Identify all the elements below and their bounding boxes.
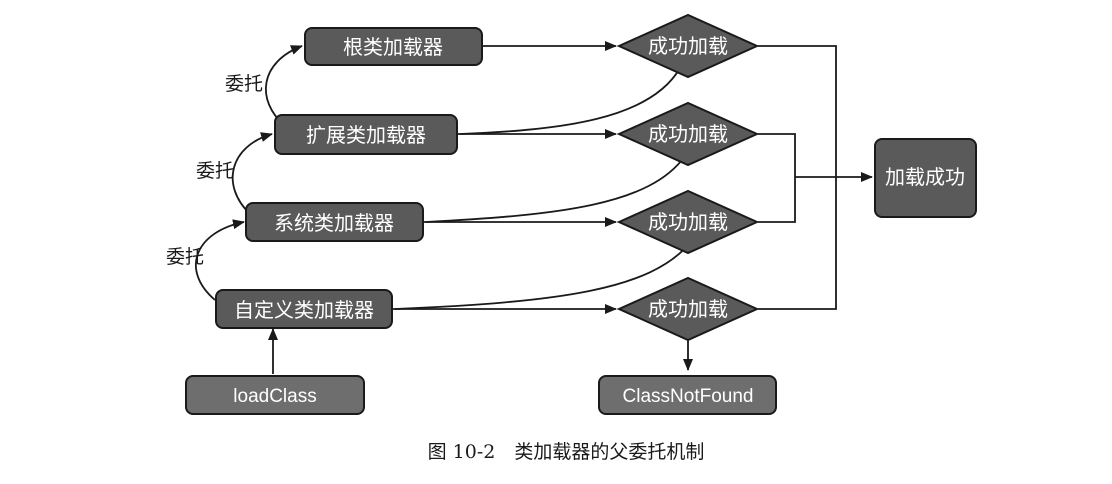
edge-sys-fail-return (394, 242, 691, 310)
node-system-check-label: 成功加载 (648, 210, 728, 234)
node-system-check: 成功加载 (616, 189, 760, 255)
node-loadclass: loadClass (185, 375, 365, 415)
node-custom-loader-label: 自定义类加载器 (234, 298, 374, 322)
delegate-label-3: 委托 (166, 246, 204, 268)
edge-ext-fail-return (425, 155, 686, 223)
node-loadclass-label: loadClass (233, 386, 316, 407)
node-system-loader-label: 系统类加载器 (274, 211, 394, 235)
node-root-loader-label: 根类加载器 (343, 35, 443, 59)
figure-caption: 图 10-2 类加载器的父委托机制 (428, 441, 705, 463)
node-classnotfound: ClassNotFound (598, 375, 777, 415)
node-custom-check-label: 成功加载 (648, 297, 728, 321)
node-root-loader: 根类加载器 (304, 27, 483, 66)
node-classnotfound-label: ClassNotFound (623, 386, 754, 407)
node-custom-loader: 自定义类加载器 (215, 289, 393, 329)
edge-root-success (758, 45, 837, 177)
node-custom-check: 成功加载 (616, 276, 760, 342)
edge-delegate-sys-to-ext (231, 132, 273, 215)
edge-root-fail-return (459, 67, 681, 135)
node-root-check-label: 成功加载 (648, 34, 728, 58)
edge-delegate-custom-to-sys (195, 219, 245, 301)
node-result: 加载成功 (874, 138, 977, 218)
node-result-label: 加载成功 (885, 165, 965, 189)
delegate-label-1: 委托 (225, 73, 263, 95)
edge-sys-success (758, 177, 796, 223)
edges (195, 41, 873, 374)
node-system-loader: 系统类加载器 (245, 202, 424, 242)
delegate-label-2: 委托 (196, 160, 234, 182)
edge-custom-success (758, 177, 837, 310)
node-extension-check: 成功加载 (616, 101, 760, 167)
node-root-check: 成功加载 (616, 13, 760, 79)
edge-ext-success (758, 133, 796, 177)
node-extension-loader-label: 扩展类加载器 (306, 123, 426, 147)
node-extension-loader: 扩展类加载器 (274, 114, 458, 155)
node-extension-check-label: 成功加载 (648, 122, 728, 146)
